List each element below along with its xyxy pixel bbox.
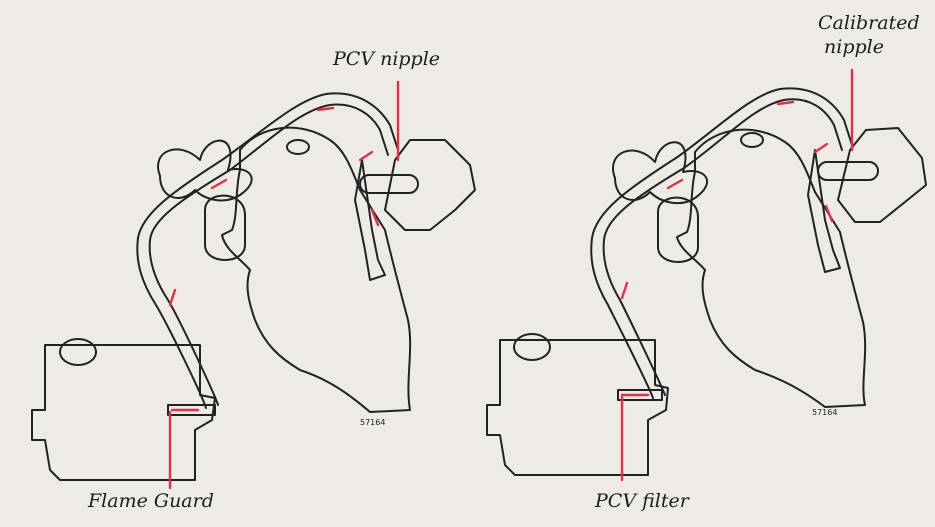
label-pcv-filter: PCV filter xyxy=(595,492,689,512)
left-oil-cap xyxy=(287,140,309,154)
right-diagram xyxy=(487,70,926,480)
label-pcv-nipple: PCV nipple xyxy=(333,50,440,70)
right-breather-hose-outer xyxy=(604,99,842,395)
right-breather-hose-inner xyxy=(591,88,852,398)
right-pcv-valve xyxy=(808,150,840,272)
left-figure-number: 57164 xyxy=(360,418,385,427)
right-flow-arrow-4 xyxy=(815,144,827,152)
left-pcv-valve xyxy=(355,160,385,280)
right-intake-tube xyxy=(818,162,878,180)
left-air-cleaner-inlet xyxy=(60,339,96,365)
label-calibrated-nipple-line1: Calibrated xyxy=(818,14,920,34)
right-flow-arrow-2 xyxy=(668,180,682,188)
left-diagram xyxy=(32,82,475,488)
left-flow-arrow-4 xyxy=(360,152,372,160)
right-flow-arrow-1 xyxy=(622,283,627,298)
left-pulley xyxy=(205,196,245,260)
right-air-cleaner xyxy=(487,340,668,475)
left-flow-arrow-1 xyxy=(170,290,175,305)
right-flow-arrow-3 xyxy=(778,102,793,104)
right-figure-number: 57164 xyxy=(812,408,837,417)
right-flow-arrow-5 xyxy=(826,206,832,221)
label-flame-guard: Flame Guard xyxy=(88,492,214,512)
left-flow-arrow-2 xyxy=(212,180,226,188)
right-air-cleaner-inlet xyxy=(514,334,550,360)
label-calibrated-nipple-line2: nipple xyxy=(824,38,884,58)
right-oil-cap xyxy=(741,133,763,147)
